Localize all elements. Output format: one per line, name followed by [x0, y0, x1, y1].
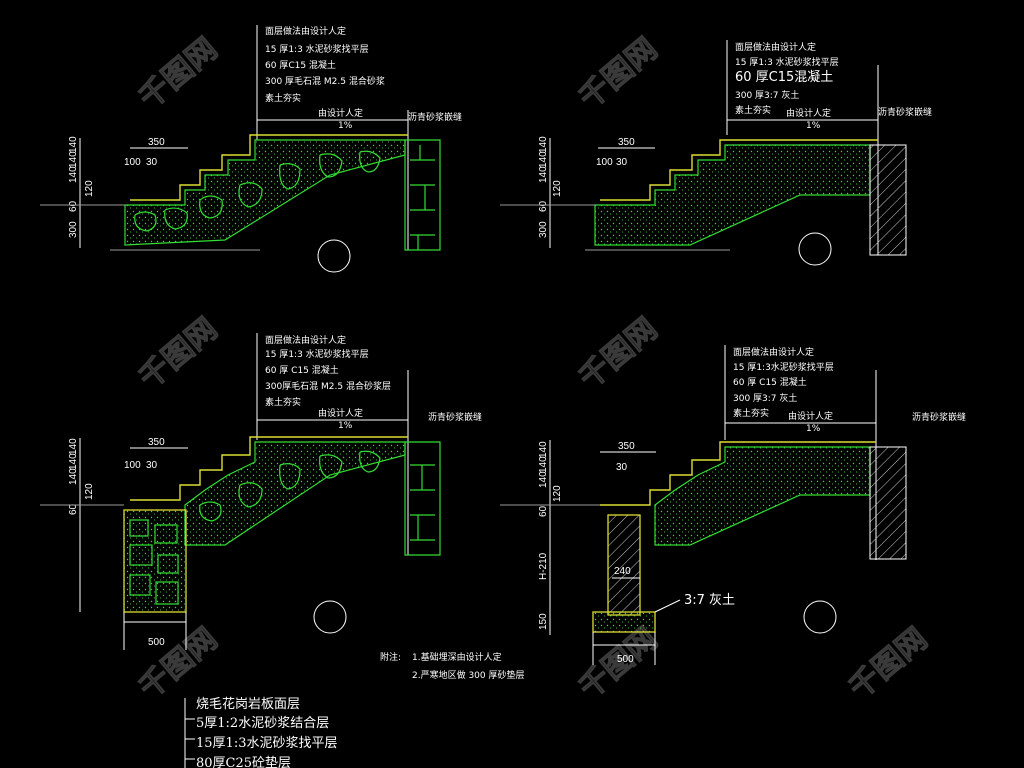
section-3: 面层做法由设计人定 15 厚1:3 水泥砂浆找平层 60 厚 C15 混凝土 3…	[40, 333, 482, 650]
layer-label: 15 厚1:3水泥砂浆找平层	[733, 361, 834, 373]
material-legend: 烧毛花岗岩板面层 5厚1:2水泥砂浆结合层 15厚1:3水泥砂浆找平层 80厚C…	[184, 696, 337, 768]
dim-label: 120	[84, 483, 95, 500]
layer-label: 素土夯实	[265, 92, 301, 104]
design-note: 由设计人定	[788, 410, 833, 422]
lime-label: 3:7 灰土	[684, 593, 735, 608]
slope-label: 1%	[806, 424, 821, 434]
dim-label: 140	[68, 468, 79, 485]
dim-label: 120	[84, 180, 95, 197]
layer-label: 素土夯实	[265, 396, 301, 408]
dim-label: 140	[538, 471, 549, 488]
layer-label: 面层做法由设计人定	[265, 25, 346, 37]
watermark: 千图网	[573, 31, 664, 116]
dim-label: 300	[68, 221, 79, 238]
layer-label: 60 厚 C15 混凝土	[265, 364, 339, 376]
dim-label: H-210	[538, 552, 549, 580]
legend-line: 80厚C25砼垫层	[196, 755, 291, 768]
slope-label: 1%	[338, 121, 353, 131]
layer-label: 素土夯实	[733, 407, 769, 419]
dim-label: 350	[148, 437, 165, 448]
layer-label: 60 厚C15 混凝土	[265, 59, 336, 71]
slope-label: 1%	[338, 421, 353, 431]
layer-label: 15 厚1:3 水泥砂浆找平层	[735, 56, 839, 68]
dim-label: 30	[616, 462, 628, 473]
dim-label: 140	[538, 456, 549, 473]
watermark: 千图网	[133, 311, 224, 396]
dim-label: 100	[124, 460, 141, 471]
layer-label: 面层做法由设计人定	[733, 346, 814, 358]
layer-label: 300 厚3:7 灰土	[735, 89, 799, 101]
layer-label: 15 厚1:3 水泥砂浆找平层	[265, 348, 369, 360]
dim-label: 350	[148, 137, 165, 148]
note-item: 2.严寒地区做 300 厚砂垫层	[412, 669, 525, 681]
layer-label: 素土夯实	[735, 104, 771, 116]
dim-label: 240	[614, 566, 631, 577]
dim-label: 120	[552, 180, 563, 197]
dim-label: 140	[538, 151, 549, 168]
dim-label: 60	[68, 200, 79, 212]
slope-label: 1%	[806, 121, 821, 131]
dim-label: 350	[618, 441, 635, 452]
watermark: 千图网	[573, 311, 664, 396]
dim-label: 140	[68, 166, 79, 183]
dim-label: 140	[538, 166, 549, 183]
section-1: 面层做法由设计人定 15 厚1:3 水泥砂浆找平层 60 厚C15 混凝土 30…	[40, 25, 462, 273]
edge-label: 沥青砂浆嵌缝	[428, 411, 482, 423]
dim-label: 140	[68, 151, 79, 168]
layer-label: 面层做法由设计人定	[265, 334, 346, 346]
legend-line: 5厚1:2水泥砂浆结合层	[196, 716, 329, 731]
layer-label: 60 厚C15混凝土	[735, 69, 833, 85]
dim-label: 140	[68, 453, 79, 470]
notes-block: 附注: 1.基础埋深由设计人定 2.严寒地区做 300 厚砂垫层	[380, 651, 525, 681]
dim-label: 150	[538, 613, 549, 630]
dim-label: 60	[68, 503, 79, 515]
legend-line: 15厚1:3水泥砂浆找平层	[196, 736, 337, 751]
design-note: 由设计人定	[318, 407, 363, 419]
dim-label: 500	[617, 654, 634, 665]
watermark: 千图网	[133, 621, 224, 706]
layer-label: 300厚毛石混 M2.5 混合砂浆层	[265, 380, 391, 392]
dim-label: 30	[146, 157, 158, 168]
layer-label: 300 厚毛石混 M2.5 混合砂浆	[265, 75, 385, 87]
dim-label: 140	[68, 438, 79, 455]
design-note: 由设计人定	[786, 107, 831, 119]
edge-label: 沥青砂浆嵌缝	[912, 411, 966, 423]
section-2: 面层做法由设计人定 15 厚1:3 水泥砂浆找平层 60 厚C15混凝土 300…	[500, 40, 932, 266]
edge-label: 沥青砂浆嵌缝	[878, 106, 932, 118]
dim-label: 140	[538, 441, 549, 458]
dim-label: 60	[538, 505, 549, 517]
legend-line: 烧毛花岗岩板面层	[196, 696, 300, 712]
dim-label: 30	[146, 460, 158, 471]
dim-label: 100	[124, 157, 141, 168]
watermark: 千图网	[133, 31, 224, 116]
notes-prefix: 附注:	[380, 651, 401, 663]
dim-label: 140	[538, 136, 549, 153]
dim-label: 120	[552, 485, 563, 502]
dim-label: 140	[68, 136, 79, 153]
layer-label: 300 厚3:7 灰土	[733, 392, 797, 404]
section-4: 面层做法由设计人定 15 厚1:3水泥砂浆找平层 60 厚 C15 混凝土 30…	[500, 345, 966, 665]
edge-label: 沥青砂浆嵌缝	[408, 111, 462, 123]
dim-label: 300	[538, 221, 549, 238]
layer-label: 60 厚 C15 混凝土	[733, 376, 807, 388]
layer-label: 15 厚1:3 水泥砂浆找平层	[265, 43, 369, 55]
note-item: 1.基础埋深由设计人定	[412, 651, 502, 663]
dim-label: 30	[616, 157, 628, 168]
layer-label: 面层做法由设计人定	[735, 41, 816, 53]
dim-label: 500	[148, 637, 165, 648]
dim-label: 60	[538, 200, 549, 212]
dim-label: 100	[596, 157, 613, 168]
design-note: 由设计人定	[318, 107, 363, 119]
watermark: 千图网	[843, 621, 934, 706]
dim-label: 350	[618, 137, 635, 148]
